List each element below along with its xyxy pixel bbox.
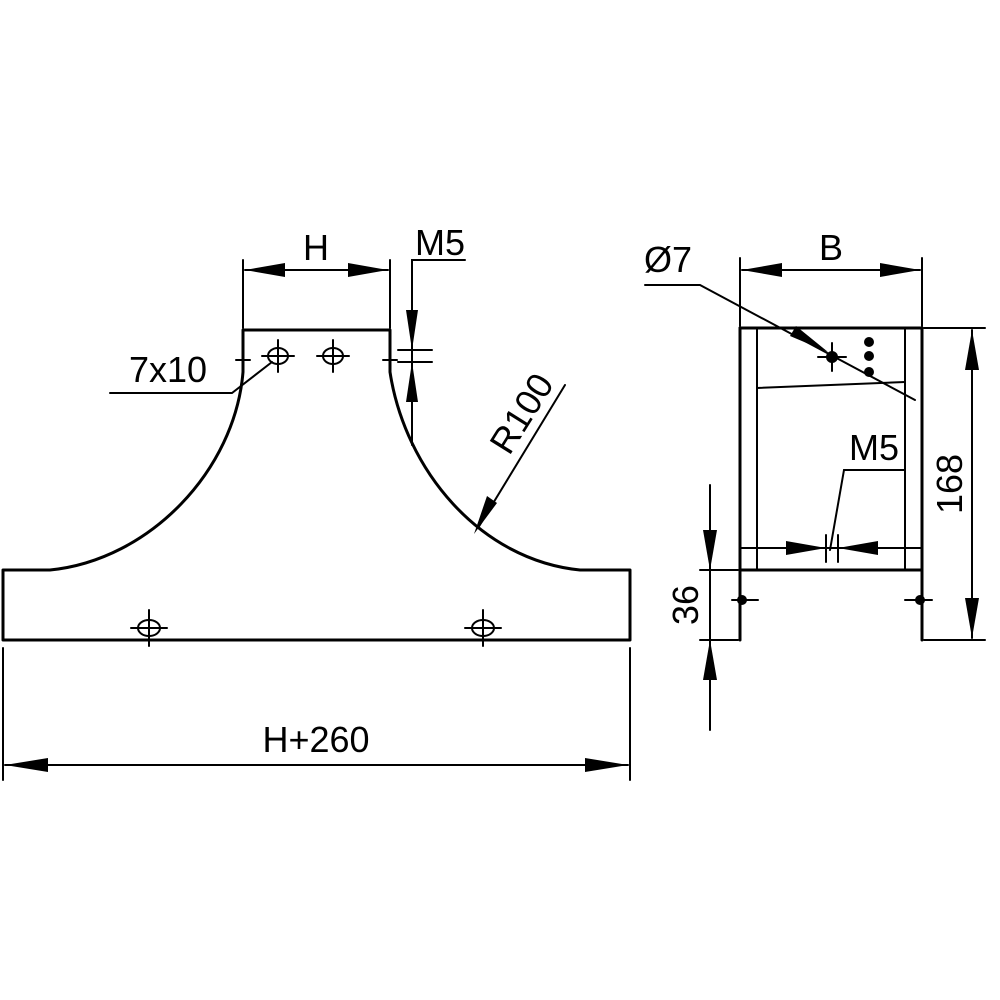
side-view: B Ø7 M5 168 [644,227,986,731]
dimension-h: H [242,227,391,329]
base-slot-right [464,609,502,647]
leader-7x10: 7x10 [109,349,273,394]
top-slot-left [261,339,295,373]
radius-label: R100 [481,366,561,461]
dimension-36: 36 [665,484,739,731]
side-hole-main [817,342,847,372]
dim-36-label: 36 [665,585,706,625]
dimension-m5-bottom: M5 [756,427,906,563]
leader-diameter: Ø7 [644,239,916,401]
dim-h-label: H [303,227,329,268]
dimension-overall-length: H+260 [2,647,631,781]
hole-size-label: 7x10 [129,349,207,390]
dim-b-label: B [819,227,843,268]
dim-m5-top-label: M5 [415,222,465,263]
side-hole-small-2 [864,351,874,361]
overall-length-label: H+260 [262,719,369,760]
leader-r100: R100 [474,366,566,534]
side-hole-small-1 [864,337,874,347]
dim-m5-bottom-label: M5 [849,427,899,468]
base-slot-left [130,609,168,647]
front-body-outline [1,328,632,642]
diameter-label: Ø7 [644,239,692,280]
side-inner-ledge [756,381,906,389]
top-slot-right [316,339,350,373]
front-view: H M5 7x10 R100 [1,222,632,781]
dimension-168: 168 [923,327,986,641]
dimension-b: B [739,227,923,327]
dim-168-label: 168 [929,454,970,514]
dimension-m5-top: M5 [397,222,466,446]
